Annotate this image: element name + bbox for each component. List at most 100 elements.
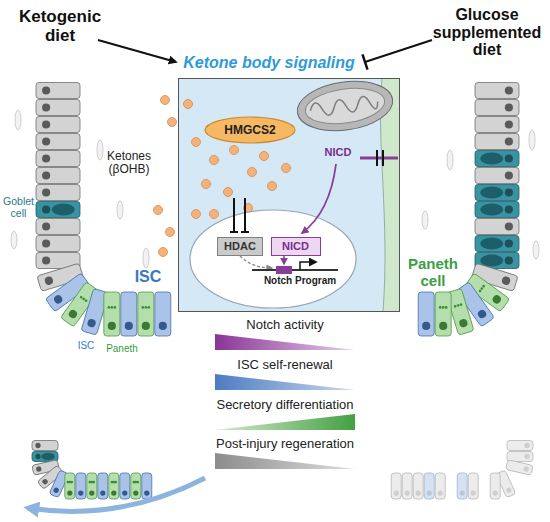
epithelial-cell bbox=[138, 292, 154, 336]
mucin-granule bbox=[41, 453, 55, 461]
ketone-dot bbox=[159, 248, 168, 257]
cell-body bbox=[435, 473, 445, 499]
cell-body bbox=[131, 473, 141, 499]
fibroblast bbox=[143, 248, 149, 268]
epithelial-cell bbox=[121, 292, 137, 336]
cell-body bbox=[36, 134, 80, 150]
cell-nucleus bbox=[505, 205, 513, 213]
epithelial-cell bbox=[507, 441, 533, 451]
epithelial-cell bbox=[36, 236, 80, 252]
cell-body bbox=[475, 100, 519, 116]
binding-arrow bbox=[283, 256, 285, 264]
enzyme-ellipse: HMGCS2 bbox=[204, 116, 296, 144]
paneth-granule bbox=[442, 306, 445, 309]
epithelial-cell bbox=[468, 473, 478, 499]
trend-label: Notch activity bbox=[200, 318, 370, 332]
paneth-granule bbox=[84, 299, 88, 303]
cell-nucleus bbox=[42, 120, 50, 128]
nucleus: Notch Program HDAC NICD bbox=[189, 209, 357, 309]
mitochondrion bbox=[294, 78, 396, 136]
regulation-arrow bbox=[240, 256, 272, 268]
ketone-dot bbox=[260, 152, 269, 161]
paneth-granule bbox=[70, 481, 73, 484]
protein-box: HDAC bbox=[217, 237, 263, 256]
epithelial-cell bbox=[36, 117, 80, 133]
epithelial-cell bbox=[36, 100, 80, 116]
cell-body bbox=[424, 473, 434, 499]
cell-nucleus bbox=[42, 239, 50, 247]
cell-nucleus bbox=[438, 490, 443, 495]
fibroblast bbox=[447, 150, 453, 170]
cristae bbox=[309, 94, 378, 117]
epithelial-cell bbox=[104, 292, 120, 336]
epithelial-cell bbox=[506, 460, 534, 476]
epithelial-cell bbox=[457, 473, 467, 499]
paneth-granule bbox=[136, 481, 139, 484]
cell-type-label: ISC bbox=[72, 340, 100, 351]
fibroblast bbox=[533, 241, 539, 259]
cell-body bbox=[475, 219, 519, 235]
epithelial-cell bbox=[490, 473, 500, 499]
protein-label: NICD bbox=[318, 146, 358, 158]
cell-body bbox=[36, 168, 80, 184]
epithelial-cell bbox=[475, 151, 519, 167]
cell-nucleus bbox=[78, 490, 83, 495]
inhibition-line bbox=[241, 198, 249, 232]
cell-nucleus bbox=[67, 490, 72, 495]
cell-body bbox=[32, 441, 58, 451]
cell-body bbox=[475, 202, 519, 218]
epithelial-cell bbox=[76, 473, 86, 499]
epithelial-cell bbox=[98, 473, 108, 499]
epithelial-cell bbox=[120, 473, 130, 499]
ketone-dot bbox=[161, 96, 170, 105]
epithelial-cell bbox=[36, 151, 80, 167]
ketone-dot bbox=[210, 156, 219, 165]
cell-body bbox=[98, 473, 108, 499]
epithelial-cell bbox=[109, 473, 119, 499]
epithelial-cell bbox=[36, 134, 80, 150]
cell-nucleus bbox=[35, 443, 40, 448]
cell-nucleus bbox=[44, 276, 54, 286]
cell-nucleus bbox=[394, 490, 399, 495]
cell-nucleus bbox=[53, 487, 60, 494]
node-ellipse bbox=[205, 117, 295, 143]
ketone-dot bbox=[248, 168, 257, 177]
cell-type-label: ISC bbox=[128, 268, 168, 286]
cell-nucleus bbox=[524, 454, 529, 459]
program-label: Notch Program bbox=[263, 275, 337, 286]
cell-panel: Ketone body signalingHMGCS2Notch Program… bbox=[178, 78, 400, 312]
cell-body bbox=[76, 473, 86, 499]
trend-label: Secretory differentiation bbox=[200, 398, 370, 412]
epithelial-cell bbox=[391, 473, 401, 499]
trend-label: Post-injury regeneration bbox=[200, 437, 370, 451]
notch-receptor bbox=[360, 157, 398, 160]
epithelial-cell bbox=[36, 202, 80, 218]
enzyme-name: HMGCS2 bbox=[204, 116, 296, 144]
epithelial-cell bbox=[131, 473, 141, 499]
epithelial-cell bbox=[475, 202, 519, 218]
cell-nucleus bbox=[108, 322, 116, 330]
cell-nucleus bbox=[505, 137, 513, 145]
paneth-granule bbox=[445, 306, 448, 309]
inhibition-line bbox=[230, 198, 238, 232]
cell-body bbox=[490, 473, 500, 499]
cell-nucleus bbox=[142, 322, 150, 330]
cell-type-label: Paneth bbox=[100, 343, 144, 354]
paneth-granule bbox=[111, 306, 114, 309]
cell-nucleus bbox=[505, 171, 513, 179]
ketone-dot bbox=[154, 206, 163, 215]
mucin-granule bbox=[480, 187, 503, 199]
cell-type-label: Goblet cell bbox=[0, 196, 37, 219]
cell-nucleus bbox=[458, 318, 468, 328]
cell-body bbox=[36, 151, 80, 167]
cell-nucleus bbox=[460, 490, 465, 495]
cell-nucleus bbox=[439, 322, 447, 330]
cell-body bbox=[506, 460, 534, 476]
cell-nucleus bbox=[491, 294, 502, 305]
cell-nucleus bbox=[87, 318, 97, 328]
cell-nucleus bbox=[67, 308, 78, 319]
protein-box: NICD bbox=[271, 237, 321, 256]
cell-body bbox=[402, 473, 412, 499]
trend-wedge bbox=[215, 453, 355, 469]
